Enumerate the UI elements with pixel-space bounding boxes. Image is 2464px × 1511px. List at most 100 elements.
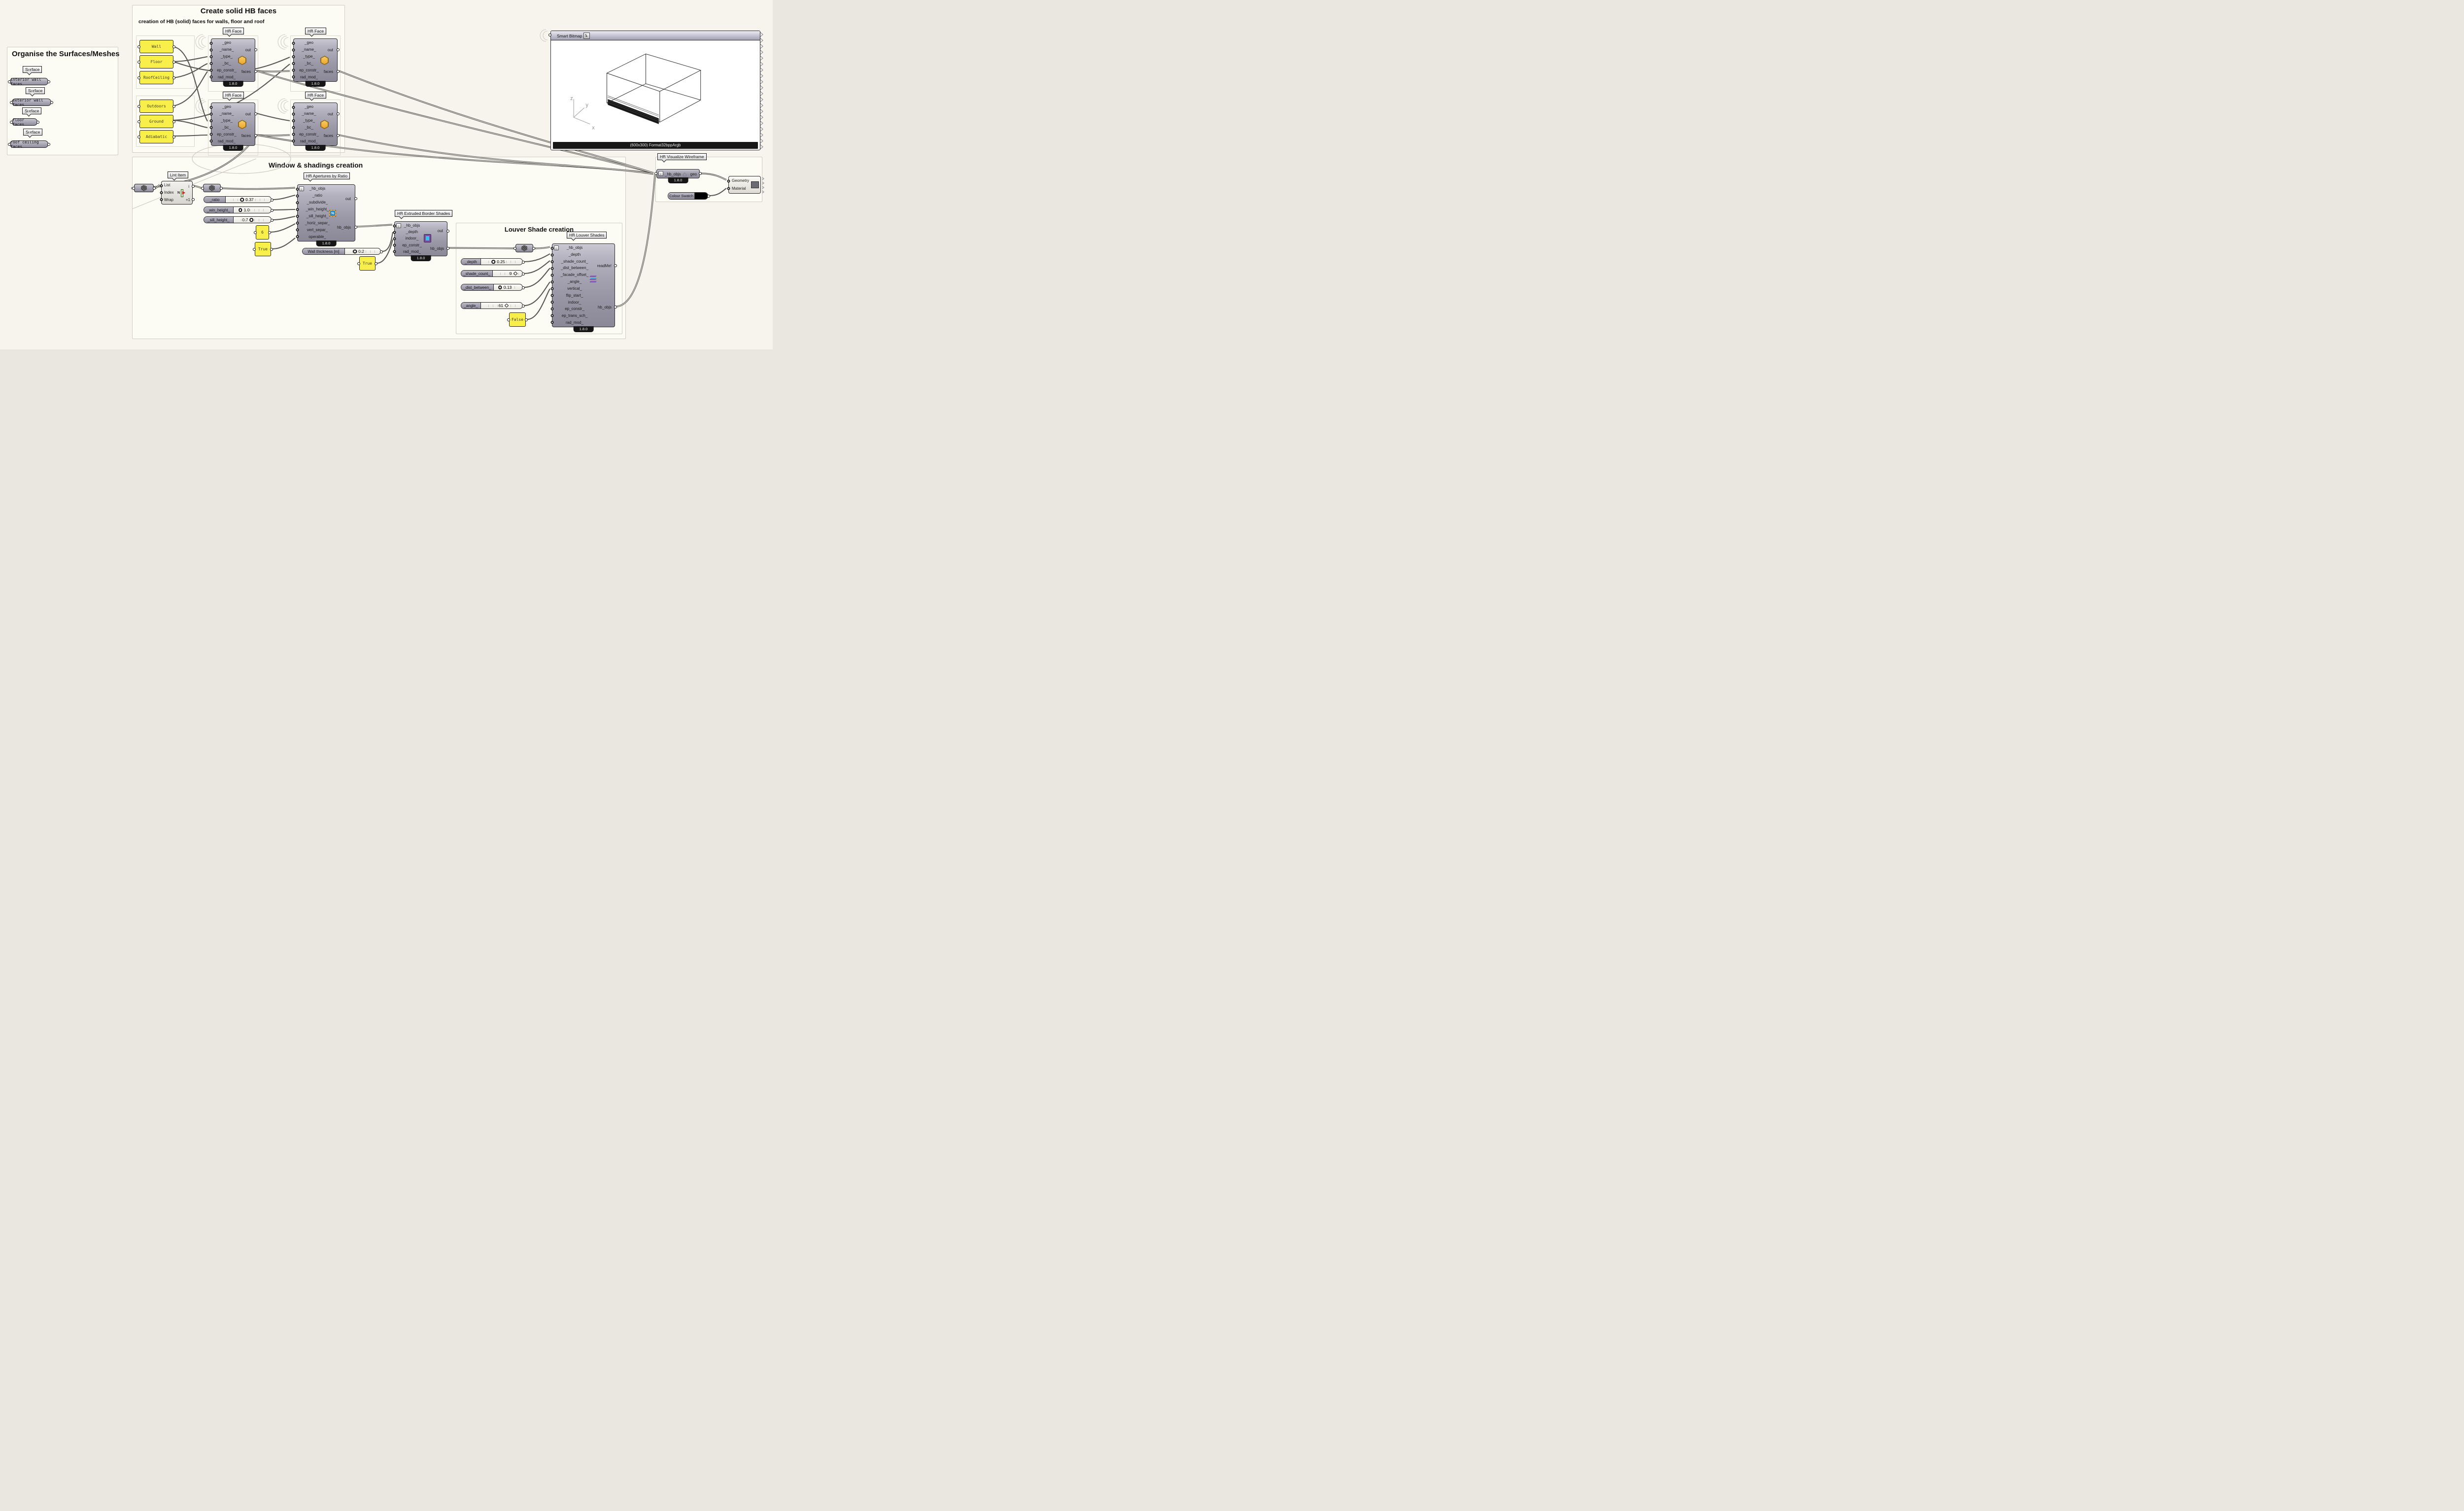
input-port[interactable] bbox=[132, 186, 135, 190]
slider-track[interactable]: 61 bbox=[481, 303, 522, 309]
swatch-color[interactable] bbox=[695, 193, 708, 199]
output-port[interactable] bbox=[337, 134, 340, 137]
output-port[interactable] bbox=[446, 230, 449, 233]
hb-apertures-by-ratio-component[interactable]: ↓ _hb_objs_ratio _subdivide__win_height_… bbox=[295, 184, 357, 246]
output-port[interactable] bbox=[47, 143, 50, 146]
pill-floor-faces[interactable]: floor faces bbox=[10, 118, 39, 127]
output-port[interactable] bbox=[271, 218, 274, 222]
input-port[interactable] bbox=[513, 246, 516, 250]
output-port[interactable] bbox=[192, 185, 195, 188]
input-port[interactable] bbox=[137, 120, 140, 123]
input-port[interactable] bbox=[654, 172, 657, 175]
hb-face-component-2[interactable]: _geo_name_ _type__bc_ ep_constr_rad_mod_… bbox=[291, 38, 340, 87]
output-port[interactable] bbox=[337, 112, 340, 115]
panel-outdoors[interactable]: Outdoors bbox=[137, 100, 175, 113]
input-port[interactable] bbox=[137, 105, 140, 108]
slider-depth[interactable]: _depth 0.25 bbox=[461, 258, 525, 265]
slider-track[interactable]: 0.2 bbox=[345, 248, 380, 254]
download-arrow-icon[interactable]: ↓ bbox=[396, 223, 401, 228]
slider-sill-height[interactable]: _sill_height_ 0.7 bbox=[204, 216, 274, 223]
panel-floor[interactable]: Floor bbox=[137, 55, 175, 69]
output-port[interactable] bbox=[532, 246, 535, 250]
output-port[interactable] bbox=[254, 70, 257, 73]
input-port[interactable] bbox=[10, 101, 13, 104]
output-port[interactable] bbox=[172, 136, 175, 138]
output-port[interactable] bbox=[707, 195, 710, 198]
output-port[interactable] bbox=[254, 48, 257, 51]
slider-shade-count[interactable]: _shade_count_ 9 bbox=[461, 270, 525, 277]
input-ports[interactable] bbox=[209, 40, 213, 80]
input-port[interactable] bbox=[8, 143, 11, 146]
input-port[interactable] bbox=[357, 262, 360, 265]
slider-ratio[interactable]: _ratio 0.37 bbox=[204, 196, 274, 203]
input-port[interactable] bbox=[254, 231, 257, 234]
input-port[interactable] bbox=[137, 76, 140, 79]
relay-node-3[interactable] bbox=[513, 244, 535, 252]
panel-operable-true[interactable]: True bbox=[253, 242, 273, 256]
output-port[interactable] bbox=[36, 121, 39, 124]
hb-face-component-1[interactable]: _geo_name_ _type__bc_ ep_constr_rad_mod_… bbox=[209, 38, 257, 87]
slider-track[interactable]: 9 bbox=[493, 271, 522, 276]
panel-false[interactable]: False bbox=[507, 312, 528, 327]
output-port[interactable] bbox=[271, 198, 274, 202]
input-ports[interactable] bbox=[726, 177, 731, 192]
output-port[interactable] bbox=[268, 231, 271, 234]
input-port[interactable] bbox=[253, 248, 256, 251]
relay-node-1[interactable] bbox=[132, 184, 156, 192]
panel-horiz-separ[interactable]: 6 bbox=[254, 225, 271, 240]
output-port[interactable] bbox=[522, 272, 525, 275]
panel-ground[interactable]: Ground bbox=[137, 115, 175, 128]
output-port[interactable] bbox=[614, 264, 617, 267]
slider-win-height[interactable]: _win_height_ 1.0 bbox=[204, 206, 274, 213]
output-port[interactable] bbox=[192, 198, 195, 201]
slider-track[interactable]: 0.37 bbox=[226, 197, 271, 203]
panel-roofceiling[interactable]: RoofCeiling bbox=[137, 71, 175, 84]
slider-knob[interactable] bbox=[504, 303, 509, 308]
input-port[interactable] bbox=[8, 80, 11, 83]
input-ports[interactable] bbox=[295, 186, 300, 240]
smart-bitmap-window[interactable]: Smart Bitmap ▲ z y x bbox=[548, 31, 760, 150]
download-arrow-icon[interactable]: ↓ bbox=[553, 245, 559, 250]
slider-knob[interactable] bbox=[513, 271, 517, 276]
output-port[interactable] bbox=[172, 61, 175, 64]
output-port[interactable] bbox=[522, 304, 525, 308]
hb-face-component-4[interactable]: _geo_name_ _type__bc_ ep_constr_rad_mod_… bbox=[291, 103, 340, 151]
output-port[interactable] bbox=[337, 48, 340, 51]
grasshopper-canvas[interactable]: Organise the Surfaces/Meshes Surface int… bbox=[0, 0, 773, 349]
panel-wall[interactable]: Wall bbox=[137, 40, 175, 53]
relay-node-2[interactable] bbox=[201, 184, 223, 192]
output-port[interactable] bbox=[220, 186, 223, 190]
slider-track[interactable]: 0.13 bbox=[494, 284, 522, 290]
slider-knob[interactable] bbox=[491, 260, 495, 264]
output-port[interactable] bbox=[337, 70, 340, 73]
pill-exterior-wall-faces[interactable]: exterior wall faces bbox=[10, 98, 53, 107]
slider-track[interactable]: 0.7 bbox=[234, 217, 271, 223]
output-port[interactable] bbox=[522, 286, 525, 289]
output-port[interactable] bbox=[254, 134, 257, 137]
colour-swatch[interactable]: Colour Swatch bbox=[668, 192, 710, 200]
output-port[interactable] bbox=[354, 226, 357, 229]
input-ports[interactable] bbox=[392, 223, 397, 255]
input-ports[interactable] bbox=[291, 40, 296, 80]
output-port[interactable] bbox=[153, 186, 156, 190]
slider-angle[interactable]: _angle_ 61 bbox=[461, 302, 525, 309]
output-port[interactable] bbox=[172, 45, 175, 48]
slider-knob[interactable] bbox=[353, 249, 357, 253]
panel-indoor-true[interactable]: True bbox=[357, 256, 377, 271]
pill-roof-ceiling-faces[interactable]: roof ceiling faces bbox=[8, 140, 50, 149]
output-port[interactable] bbox=[522, 260, 525, 264]
output-port[interactable] bbox=[614, 306, 617, 309]
input-port[interactable] bbox=[507, 318, 510, 321]
output-port[interactable] bbox=[380, 250, 383, 253]
download-arrow-icon[interactable]: ↓ bbox=[299, 186, 304, 191]
output-port[interactable] bbox=[699, 172, 702, 175]
hb-louver-shades-component[interactable]: ↓ _hb_objs_depth _shade_count__dist_betw… bbox=[550, 243, 617, 332]
hb-extruded-border-shades-component[interactable]: ↓ _hb_objs_depth indoor_ep_constr_ rad_m… bbox=[392, 221, 449, 261]
pill-interior-wall-faces[interactable]: interior wall faces bbox=[8, 77, 50, 86]
output-port[interactable] bbox=[525, 318, 528, 321]
output-port[interactable] bbox=[375, 262, 377, 265]
input-ports[interactable] bbox=[159, 182, 164, 203]
input-port[interactable] bbox=[548, 34, 551, 36]
input-port[interactable] bbox=[10, 121, 13, 124]
